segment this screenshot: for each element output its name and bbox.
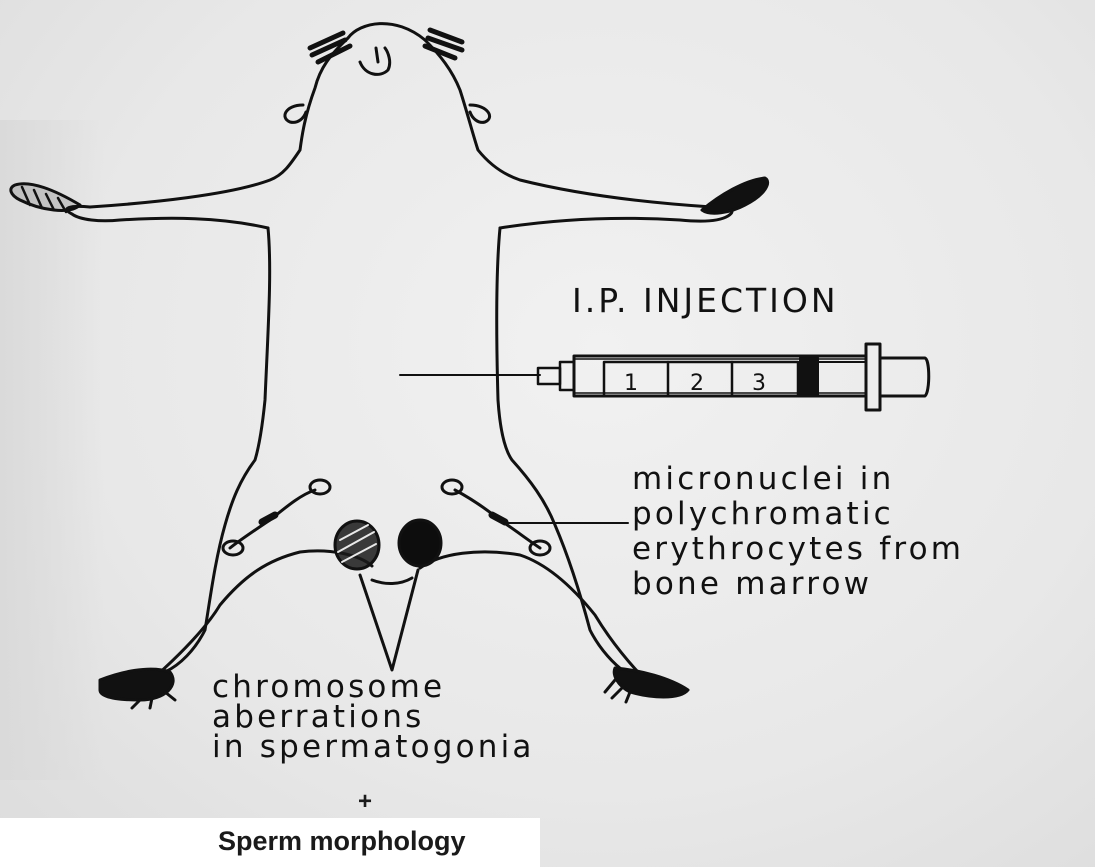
bone-left (223, 480, 330, 555)
bone-right (442, 480, 550, 555)
testis-right (399, 520, 441, 566)
syringe-mark-1: 1 (624, 371, 638, 396)
plus-sign: + (0, 788, 730, 816)
right-arm (500, 207, 732, 228)
left-arm (67, 206, 268, 228)
hind-paw-right (614, 668, 688, 697)
injection-label: I.P. INJECTION (572, 282, 839, 320)
micronuclei-label: micronuclei in polychromatic erythrocyte… (632, 462, 964, 602)
torso-left (165, 228, 270, 672)
hind-paw-left (100, 669, 173, 700)
mouse-head-outline (90, 38, 348, 207)
ear-right (470, 105, 490, 122)
syringe (538, 344, 929, 410)
tail-base (360, 570, 418, 670)
sperm-morphology-label: Sperm morphology (218, 826, 466, 857)
syringe-mark-3: 3 (752, 371, 766, 396)
whiskers-left (310, 33, 350, 62)
mouse-head-outline-right (425, 40, 712, 207)
syringe-mark-2: 2 (690, 371, 704, 396)
mouse-mouth (360, 48, 390, 74)
mouse-snout (348, 24, 425, 40)
ear-left (285, 105, 306, 122)
chromosome-aberrations-label: chromosome aberrations in spermatogonia (212, 672, 535, 762)
front-paw-right (702, 178, 768, 213)
